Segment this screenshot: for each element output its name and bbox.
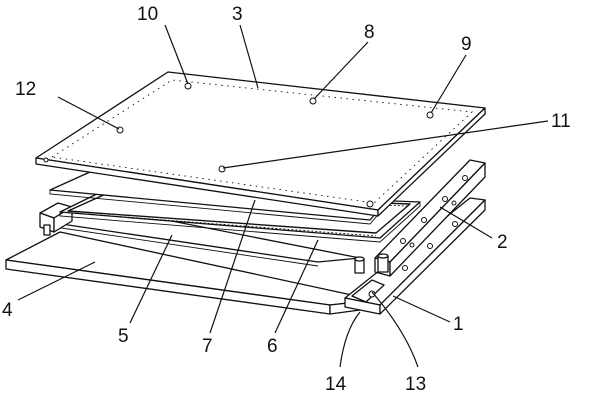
label-12: 12 [15,79,36,100]
part-13-pin [354,253,389,274]
label-8: 8 [364,22,375,43]
label-10: 10 [137,4,158,25]
label-9: 9 [461,34,472,55]
leader-lines [17,24,549,368]
part-4-bottom-plate [5,231,376,315]
label-1: 1 [453,314,464,335]
reference-numerals: 10 3 8 9 12 11 2 4 5 7 6 1 13 14 [2,4,571,395]
label-5: 5 [118,326,129,347]
label-6: 6 [267,336,278,357]
left-side-block [39,202,73,236]
label-14: 14 [325,374,347,395]
label-3: 3 [232,4,243,25]
label-13: 13 [405,374,426,395]
part-3-top-plate [35,71,486,217]
label-7: 7 [202,336,213,357]
label-4: 4 [2,300,13,321]
part-1-bottom-frame-bar [344,197,486,315]
label-11: 11 [551,111,571,132]
label-2: 2 [497,232,508,253]
